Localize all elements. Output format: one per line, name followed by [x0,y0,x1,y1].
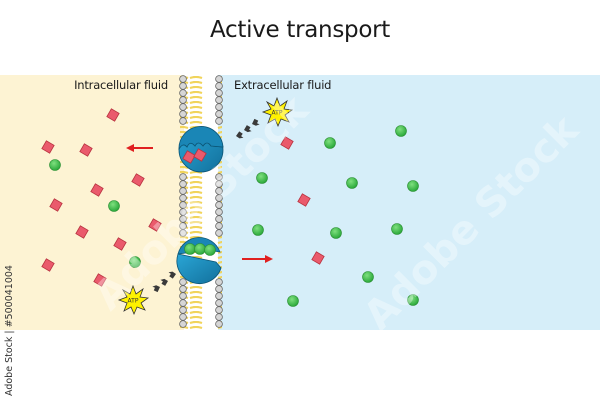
green-circle-particle [324,137,336,149]
phospholipid-head [215,82,223,90]
phospholipid-head [215,306,223,314]
intracellular-label: Intracellular fluid [74,78,168,92]
phospholipid-head [179,187,187,195]
green-circle-particle [407,294,419,306]
phospholipid-head [215,201,223,209]
green-circle-particle [49,159,61,171]
green-particle-pump [176,237,222,284]
diagram-title: Active transport [210,17,390,43]
phospholipid-head [215,173,223,181]
atp-star-intracellular: ATP [117,284,150,316]
green-circle-particle [395,125,407,137]
red-square-particle [41,140,55,154]
green-circle-particle [362,271,374,283]
green-circle-particle [129,256,141,268]
energy-chevrons-intracellular [152,271,177,294]
red-square-particle [41,258,55,272]
red-square-particle [311,251,325,265]
phospholipid-head [179,306,187,314]
phospholipid-head [215,292,223,300]
phospholipid-head [179,180,187,188]
green-circle-particle [287,295,299,307]
phospholipid-head [215,278,223,286]
phospholipid-head [215,187,223,195]
red-square-particle [93,273,107,287]
extracellular-label: Extracellular fluid [234,78,332,92]
phospholipid-head [179,75,187,83]
phospholipid-head [215,285,223,293]
red-square-particle [280,136,294,150]
phospholipid-head [215,222,223,230]
red-square-particle [49,198,63,212]
phospholipid-head [179,222,187,230]
cell-membrane [179,75,223,330]
phospholipid-head [179,89,187,97]
red-square-particle [106,108,120,122]
phospholipid-head [215,320,223,328]
energy-chevrons-extracellular [235,117,260,139]
phospholipid-head [215,117,223,125]
phospholipid-head [179,208,187,216]
phospholipid-head [179,194,187,202]
green-circle-particle [108,200,120,212]
phospholipid-head [215,313,223,321]
green-circle-particle [407,180,419,192]
phospholipid-head [179,117,187,125]
red-square-particle [75,225,89,239]
phospholipid-head [179,82,187,90]
green-circle-particle [346,177,358,189]
green-circle-particle [252,224,264,236]
phospholipid-head [179,292,187,300]
particles [41,108,419,307]
phospholipid-head [179,320,187,328]
phospholipid-head [179,278,187,286]
red-square-particle [79,143,93,157]
phospholipid-head [215,229,223,237]
phospholipid-head [215,215,223,223]
phospholipid-head [215,194,223,202]
phospholipid-head [179,299,187,307]
phospholipid-head [215,299,223,307]
green-circle-particle [330,227,342,239]
green-circle-particle [391,223,403,235]
inward-arrow [126,144,153,152]
phospholipid-head [215,89,223,97]
phospholipid-head [215,180,223,188]
red-square-particle [297,193,311,207]
phospholipid-head [179,103,187,111]
outward-arrow [242,255,273,263]
red-square-particle [90,183,104,197]
intracellular-region [0,75,184,330]
phospholipid-head [215,96,223,104]
red-square-particle [131,173,145,187]
red-square-particle [113,237,127,251]
phospholipid-head [215,103,223,111]
atp-label: ATP [128,298,139,305]
phospholipid-head [179,96,187,104]
phospholipid-head [179,229,187,237]
stock-id-text: Adobe Stock | #500041004 [4,265,15,396]
phospholipid-head [179,215,187,223]
red-particle-pump [178,126,224,173]
phospholipid-head [179,173,187,181]
phospholipid-head [215,110,223,118]
phospholipid-head [179,313,187,321]
atp-label: ATP [272,110,283,117]
phospholipid-head [179,285,187,293]
phospholipid-head [215,75,223,83]
red-square-particle [148,218,162,232]
green-circle-particle [256,172,268,184]
phospholipid-head [179,201,187,209]
phospholipid-head [179,110,187,118]
phospholipid-head [215,208,223,216]
atp-star-extracellular: ATP [261,96,294,128]
